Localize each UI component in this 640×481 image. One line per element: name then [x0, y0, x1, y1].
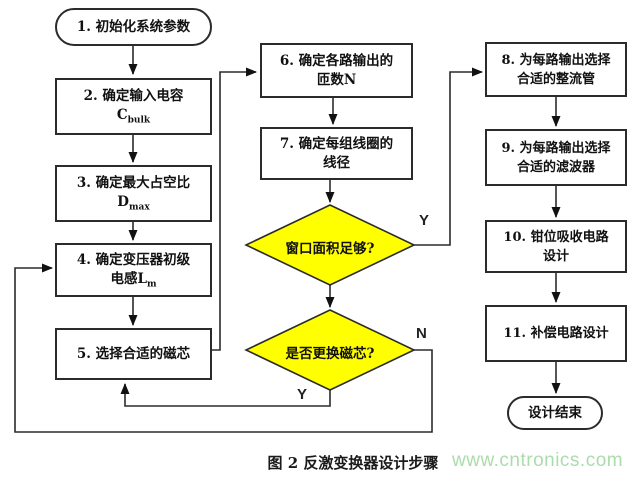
branch-label-d2-yes: Y	[297, 386, 308, 403]
step-4-line1: 4. 确定变压器初级	[76, 251, 191, 268]
step-4-symbol-base: L	[137, 270, 147, 287]
step-7-line2: 线径	[323, 154, 350, 171]
decision-diamond-replace-core	[244, 309, 416, 391]
step-8-line1: 8. 为每路输出选择	[501, 52, 611, 68]
step-10-line1: 10. 钳位吸收电路	[503, 229, 609, 245]
arrow-decision2-yes-to-step5	[120, 383, 331, 407]
flow-step-3: 3. 确定最大占空比 Dmax	[55, 165, 212, 222]
step-3-symbol-sub: max	[128, 202, 150, 213]
flow-step-10: 10. 钳位吸收电路 设计	[485, 220, 627, 273]
arrow-decision2-no-to-step4	[14, 263, 433, 433]
decision-diamond-window-area	[244, 204, 416, 286]
step-2-symbol-sub: bulk	[127, 115, 151, 126]
decision-window-area-label: 窗口面积足够?	[285, 241, 375, 257]
figure-caption: 图 2 反激变换器设计步骤	[267, 454, 439, 472]
step-5-label: 5. 选择合适的磁芯	[76, 345, 191, 362]
step-4-symbol-sub: m	[146, 279, 157, 290]
step-3-line1: 3. 确定最大占空比	[76, 175, 191, 192]
step-11-label: 11. 补偿电路设计	[503, 326, 609, 341]
step-10-line2: 设计	[542, 248, 569, 264]
step-3-symbol: Dmax	[117, 193, 149, 213]
branch-label-d2-no: N	[416, 325, 427, 342]
step-8-line2: 合适的整流管	[516, 71, 595, 87]
flow-step-5: 5. 选择合适的磁芯	[55, 328, 212, 380]
flow-step-6: 6. 确定各路输出的 匝数N	[260, 43, 413, 98]
flow-step-8: 8. 为每路输出选择 合适的整流管	[485, 42, 627, 97]
step-2-line1: 2. 确定输入电容	[83, 88, 184, 105]
decision-replace-core-label: 是否更换磁芯?	[285, 346, 375, 362]
step-9-line1: 9. 为每路输出选择	[501, 140, 611, 156]
step-2-symbol-base: C	[116, 107, 128, 124]
flow-step-1-terminator: 1. 初始化系统参数	[55, 8, 212, 46]
arrow-decision1-yes-to-step8	[414, 67, 483, 246]
step-4-line2: 电感Lm	[110, 270, 156, 290]
step-1-label: 1. 初始化系统参数	[76, 18, 191, 35]
flow-step-4: 4. 确定变压器初级 电感Lm	[55, 243, 212, 297]
step-9-line2: 合适的滤波器	[516, 159, 595, 175]
flow-step-2: 2. 确定输入电容 Cbulk	[55, 78, 212, 135]
branch-label-d1-yes: Y	[419, 212, 430, 229]
step-2-symbol: Cbulk	[117, 106, 150, 126]
site-watermark: www.cntronics.com	[452, 450, 624, 471]
step-6-line2: 匝数N	[316, 71, 357, 88]
step-7-line1: 7. 确定每组线圈的	[279, 135, 394, 152]
flow-step-11: 11. 补偿电路设计	[485, 305, 627, 362]
flow-step-7: 7. 确定每组线圈的 线径	[260, 127, 413, 180]
flow-end-terminator: 设计结束	[507, 396, 603, 430]
step-6-line1: 6. 确定各路输出的	[279, 52, 394, 69]
step-3-symbol-base: D	[117, 194, 129, 211]
step-4-line2-prefix: 电感	[110, 270, 138, 287]
flow-step-9: 9. 为每路输出选择 合适的滤波器	[485, 129, 627, 186]
arrow-step5-to-step6	[212, 67, 257, 351]
end-label: 设计结束	[528, 404, 582, 421]
